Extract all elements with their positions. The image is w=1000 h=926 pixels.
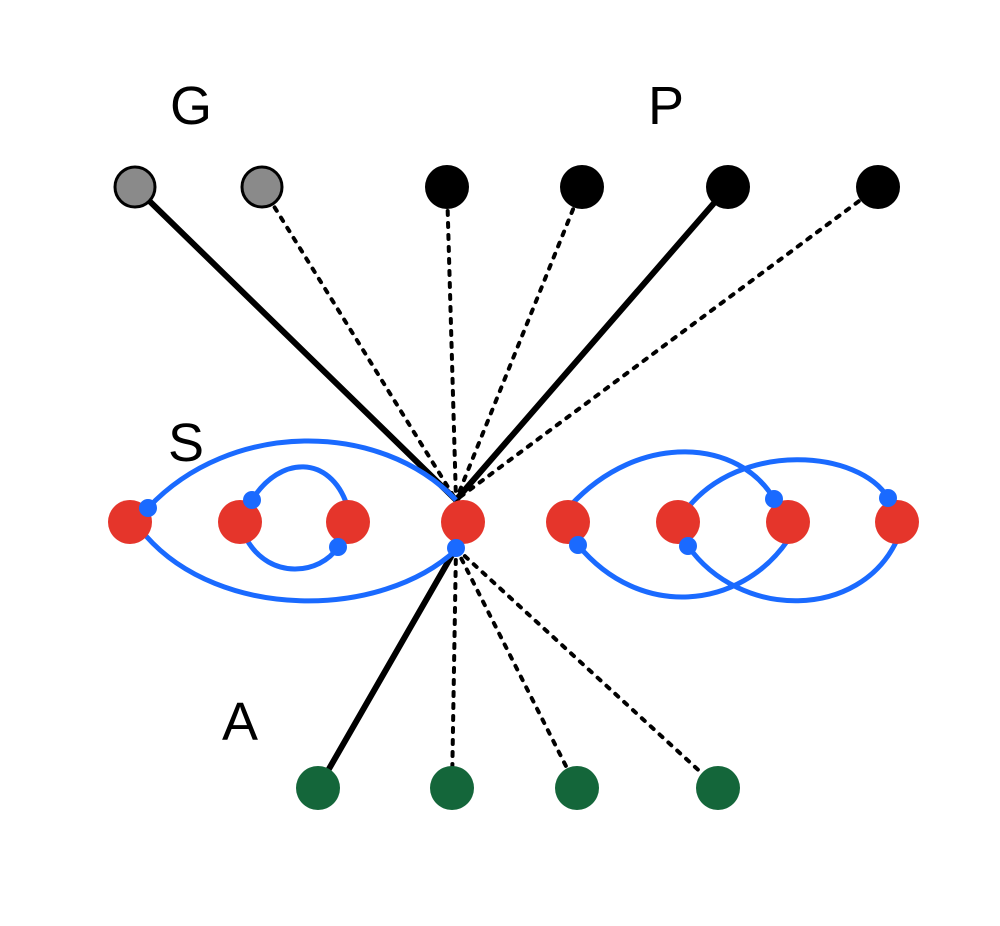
node-s8 <box>875 500 919 544</box>
s-arcs <box>144 438 900 604</box>
edge-hub-a2 <box>450 546 458 790</box>
g-nodes <box>113 165 284 209</box>
edge-hub-a3 <box>454 546 579 790</box>
node-s2 <box>218 500 262 544</box>
edge-g1-hub <box>132 184 459 503</box>
port-s8-upper <box>879 489 897 507</box>
node-s4-hub <box>441 500 485 544</box>
node-p2 <box>560 165 604 209</box>
p-nodes <box>425 165 900 209</box>
arc-s5-s7-lower <box>576 538 791 600</box>
node-a4 <box>696 766 740 810</box>
arc-s1-hub-lower <box>144 534 458 604</box>
port-s3-lower <box>329 538 347 556</box>
node-s7 <box>766 500 810 544</box>
node-s3 <box>326 500 370 544</box>
edge-hub-a4 <box>454 546 720 790</box>
node-g2 <box>240 165 284 209</box>
node-p1 <box>425 165 469 209</box>
ports <box>139 489 897 557</box>
arc-s6-s8-lower <box>685 538 900 604</box>
arc-s2-s3-lower <box>244 538 341 572</box>
port-s2-upper <box>243 491 261 509</box>
node-p4 <box>856 165 900 209</box>
port-hub-lower <box>447 539 465 557</box>
arc-s2-s3-upper <box>249 464 350 506</box>
port-s6-lower <box>679 537 697 555</box>
arc-s1-hub-upper <box>146 438 458 510</box>
a-nodes <box>296 766 740 810</box>
node-a3 <box>555 766 599 810</box>
label-g: G <box>170 76 212 136</box>
node-p3 <box>706 165 750 209</box>
node-a1 <box>296 766 340 810</box>
label-s: S <box>168 413 204 473</box>
node-s6 <box>656 500 700 544</box>
edge-hub-a1 <box>315 545 459 791</box>
edge-p1-hub <box>445 185 458 502</box>
edge-g2-hub <box>260 185 458 502</box>
label-a: A <box>222 692 258 752</box>
arc-s5-s7-upper <box>568 449 777 508</box>
node-s5 <box>546 500 590 544</box>
port-s5-lower <box>569 536 587 554</box>
port-s7-upper <box>765 490 783 508</box>
node-a2 <box>430 766 474 810</box>
edges <box>132 184 880 791</box>
port-s1-upper <box>139 499 157 517</box>
node-g1 <box>113 165 157 209</box>
arc-s6-s8-upper <box>684 457 891 512</box>
label-p: P <box>648 76 684 136</box>
edge-p2-hub <box>454 185 584 502</box>
edge-p3-hub <box>453 184 731 503</box>
s-nodes <box>108 500 919 544</box>
edge-p4-hub <box>454 185 880 502</box>
